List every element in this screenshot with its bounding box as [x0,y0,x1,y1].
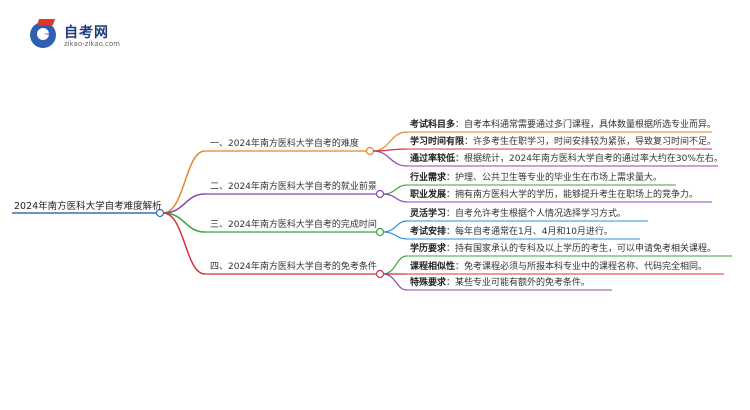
connector-leaf-4-1 [382,255,408,275]
leaf-text: ：许多考生在职学习，时间安排较为紧张，导致复习时间不足。 [464,137,717,147]
logo-subtitle: zikao-zikao.com [64,40,120,48]
leaf-4-2: 课程相似性：免考课程必须与所报本科专业中的课程名称、代码完全相同。 [410,261,707,273]
leaf-text: ：免考课程必须与所报本科专业中的课程名称、代码完全相同。 [455,262,708,272]
leaf-1-3: 通过率较低：根据统计，2024年南方医科大学自考的通过率大约在30%左右。 [410,153,723,165]
leaf-4-3: 特殊要求：某些专业可能有额外的免考条件。 [410,277,590,289]
leaf-1-2: 学习时间有限：许多考生在职学习，时间安排较为紧张，导致复习时间不足。 [410,136,716,148]
connector-branch-4 [162,212,206,275]
connector-leaf-1-3 [372,150,408,167]
leaf-key: 考试安排 [410,227,447,237]
branch-1-node [365,146,375,156]
logo-icon [30,22,56,48]
leaf-key: 课程相似性 [410,262,456,272]
connector-leaf-3-1 [382,220,408,233]
leaf-4-1: 学历要求：持有国家承认的专科及以上学历的考生，可以申请免考相关课程。 [410,243,716,255]
branch-3-label: 三、2024年南方医科大学自考的完成时间 [210,220,377,230]
leaf-text: ：某些专业可能有额外的免考条件。 [446,278,591,288]
leaf-key: 学历要求 [410,244,447,254]
leaf-text: ：自考允许考生根据个人情况选择学习方式。 [446,209,627,219]
branch-1-label: 一、2024年南方医科大学自考的难度 [210,139,359,149]
leaf-text: ：自考本科通常需要通过多门课程，具体数量根据所选专业而异。 [455,120,717,130]
root-topic: 2024年南方医科大学自考难度解析 [14,201,162,212]
leaf-text: ：护理、公共卫生等专业的毕业生在市场上需求量大。 [446,173,663,183]
leaf-2-1: 行业需求：护理、公共卫生等专业的毕业生在市场上需求量大。 [410,172,662,184]
connector-branch-1 [162,150,206,214]
leaf-key: 职业发展 [410,190,447,200]
leaf-key: 特殊要求 [410,278,447,288]
leaf-2-2: 职业发展：拥有南方医科大学的学历，能够提升考生在职场上的竞争力。 [410,189,698,201]
leaf-key: 灵活学习 [410,209,447,219]
leaf-key: 考试科目多 [410,120,456,130]
connector-leaf-3-2 [382,231,408,240]
connector-leaf-1-1 [372,131,408,152]
branch-3-node [375,227,385,237]
leaf-3-1: 灵活学习：自考允许考生根据个人情况选择学习方式。 [410,208,626,220]
leaf-text: ：每年自考通常在1月、4月和10月进行。 [446,227,613,237]
leaf-1-1: 考试科目多：自考本科通常需要通过多门课程，具体数量根据所选专业而异。 [410,119,716,131]
branch-4-label: 四、2024年南方医科大学自考的免考条件 [210,262,377,272]
logo-title: 自考网 [64,25,109,41]
branch-2-node [375,189,385,199]
connector-leaf-4-3 [382,273,408,291]
leaf-3-2: 考试安排：每年自考通常在1月、4月和10月进行。 [410,226,613,238]
leaf-text: ：根据统计，2024年南方医科大学自考的通过率大约在30%左右。 [455,154,723,164]
leaf-key: 行业需求 [410,173,447,183]
connector-branch-2 [162,193,206,214]
leaf-text: ：持有国家承认的专科及以上学历的考生，可以申请免考相关课程。 [446,244,717,254]
branch-4-node [375,269,385,279]
leaf-text: ：拥有南方医科大学的学历，能够提升考生在职场上的竞争力。 [446,190,699,200]
logo: 自考网 zikao-zikao.com [30,19,140,50]
leaf-key: 通过率较低 [410,154,456,164]
leaf-key: 学习时间有限 [410,137,465,147]
branch-2-label: 二、2024年南方医科大学自考的就业前景 [210,182,377,192]
connector-leaf-2-2 [382,193,408,203]
connector-leaf-2-1 [382,184,408,195]
